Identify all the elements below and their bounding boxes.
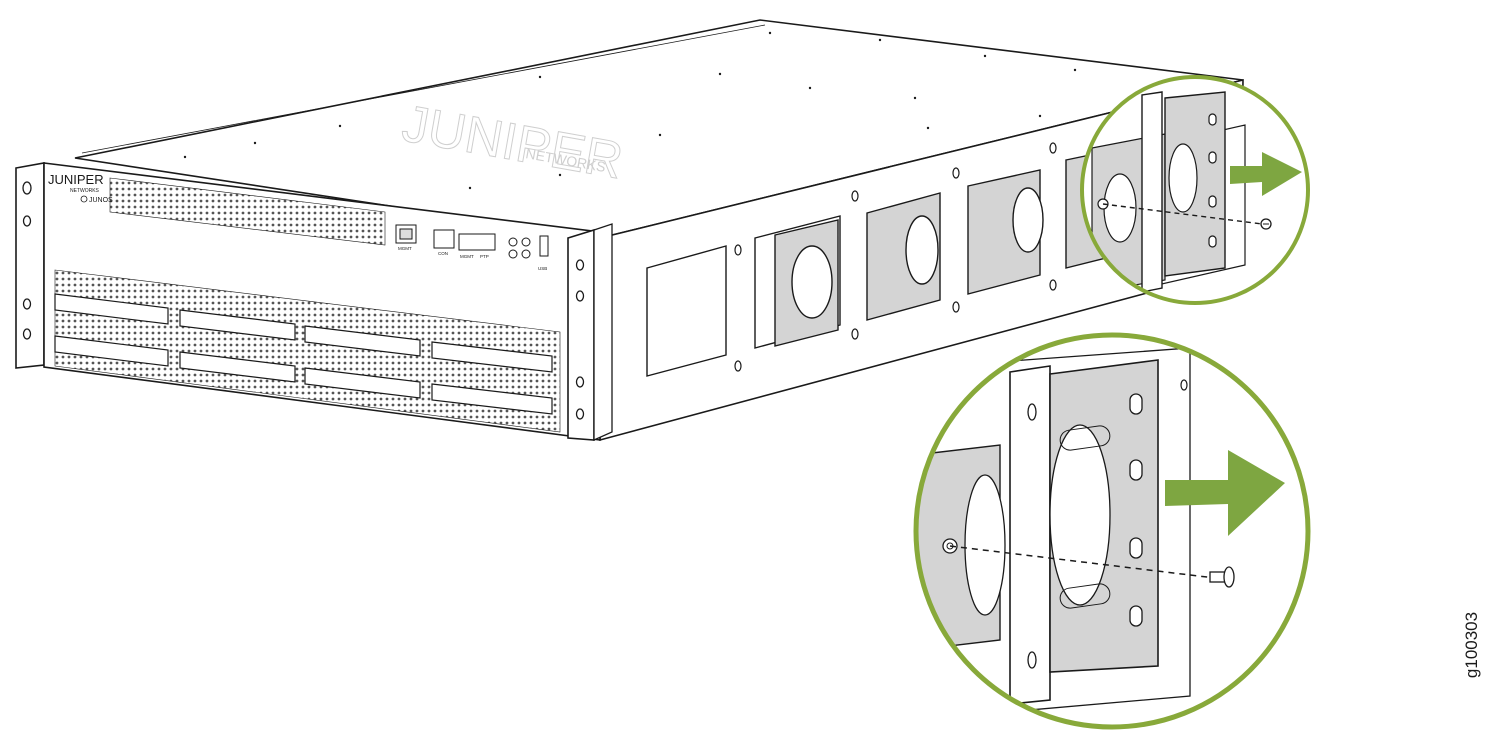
management-ports <box>395 224 549 259</box>
port-labels: MGMT CON MGMT PTP USB <box>398 246 547 271</box>
usb-icon: USB <box>538 266 547 271</box>
figure-id-label: g100303 <box>1462 611 1481 679</box>
right-rack-ear <box>567 223 613 442</box>
callout-large <box>913 332 1311 730</box>
side-rivets <box>734 142 1057 372</box>
screw-icon <box>1260 218 1272 230</box>
svg-text:CON: CON <box>438 251 448 256</box>
screw-icon <box>1209 566 1235 588</box>
svg-text:MGMT: MGMT <box>460 254 474 259</box>
callout-small <box>1080 75 1310 305</box>
arrow-right-icon <box>1230 152 1302 196</box>
svg-text:JUNIPER: JUNIPER <box>48 172 104 187</box>
svg-text:PTP: PTP <box>480 254 489 259</box>
left-rack-ear <box>15 162 45 369</box>
svg-text:NETWORKS: NETWORKS <box>70 188 100 194</box>
juniper-logo: JUNIPER NETWORKS JUNOS <box>48 172 113 204</box>
svg-text:MGMT: MGMT <box>398 246 412 251</box>
upper-vent <box>109 177 386 246</box>
svg-text:JUNOS: JUNOS <box>89 197 113 204</box>
port-cages <box>54 293 553 415</box>
arrow-right-icon <box>1165 450 1285 536</box>
